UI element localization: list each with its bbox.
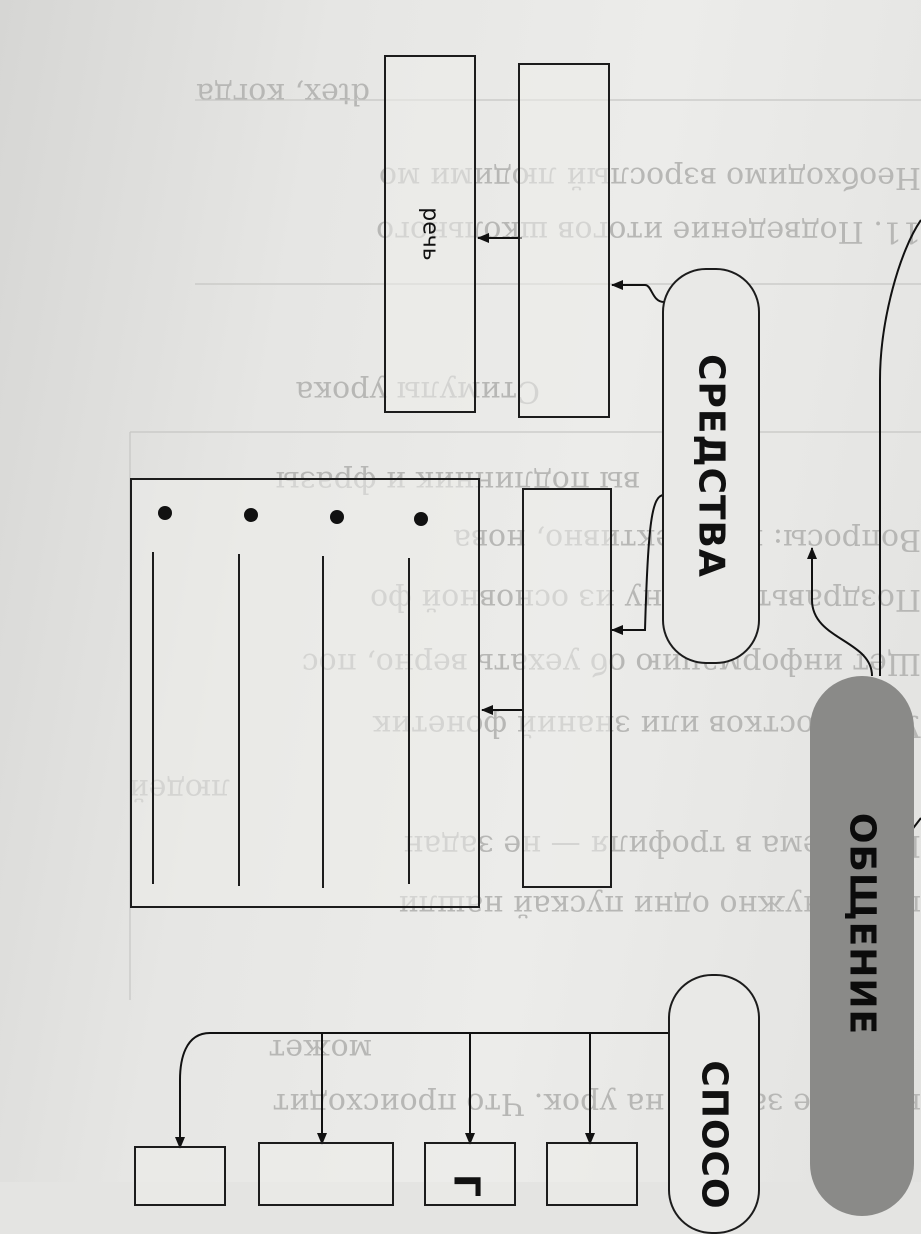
- methods-label: СПОСО: [693, 1060, 735, 1210]
- bullet-dot: [244, 508, 258, 522]
- speech-box: речь: [384, 55, 476, 413]
- bullet-dot: [414, 512, 428, 526]
- arrow-means-to-upper-box: [611, 280, 665, 303]
- arrow-main-to-means: [807, 547, 873, 677]
- bullet-dot: [158, 506, 172, 520]
- arrow-means-to-lower-box: [611, 494, 665, 635]
- blank-line: [322, 556, 324, 888]
- bottom-box-1: [134, 1146, 226, 1206]
- means-label: СРЕДСТВА: [690, 354, 732, 578]
- methods-node: СПОСО: [668, 974, 760, 1234]
- methods-branch: [175, 1032, 668, 1149]
- main-node: ОБЩЕНИЕ: [810, 676, 914, 1216]
- blank-line: [152, 552, 154, 884]
- main-label: ОБЩЕНИЕ: [841, 813, 883, 1036]
- arrow-main-top: [879, 219, 921, 676]
- bottom-box-3-label: Г: [445, 1174, 487, 1198]
- bottom-box-4: [546, 1142, 638, 1206]
- lower-blank-box: [522, 488, 612, 888]
- bottom-box-3: Г: [424, 1142, 516, 1206]
- speech-label: речь: [417, 207, 443, 261]
- bullet-list-box: [130, 478, 480, 908]
- upper-blank-box: [518, 63, 610, 418]
- blank-line: [408, 558, 410, 884]
- blank-line: [238, 554, 240, 886]
- bottom-box-2: [258, 1142, 394, 1206]
- bullet-dot: [330, 510, 344, 524]
- means-node: СРЕДСТВА: [662, 268, 760, 664]
- connector-lines: [175, 219, 921, 1149]
